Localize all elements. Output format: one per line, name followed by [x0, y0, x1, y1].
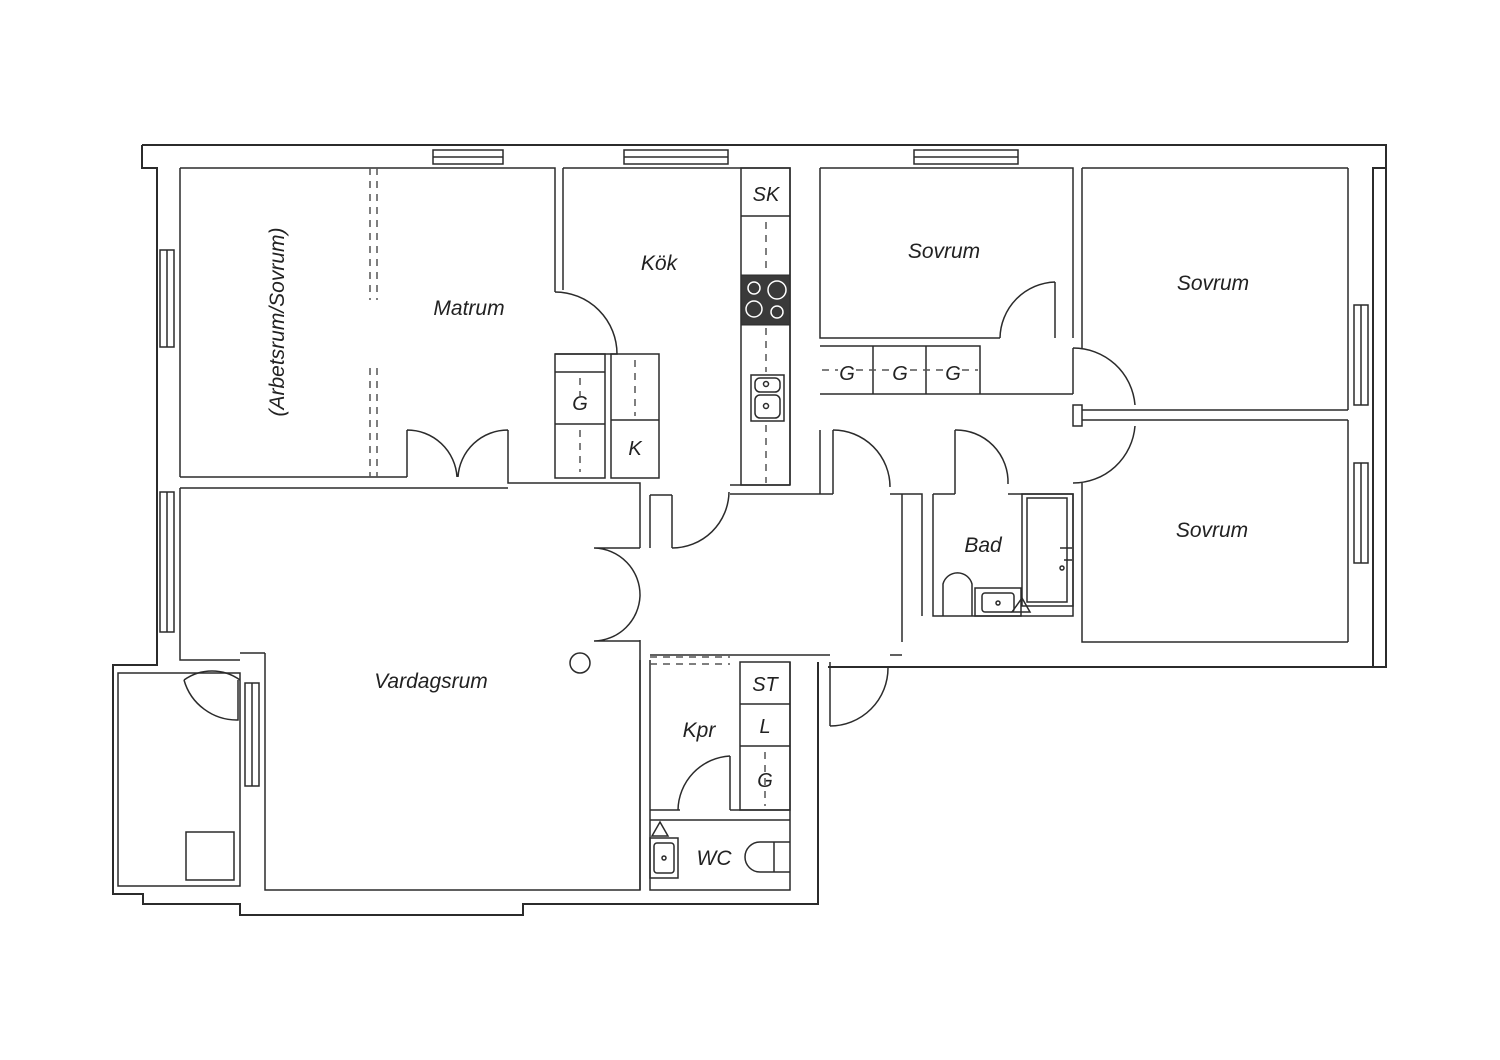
storage-label-k: K [628, 438, 643, 460]
room-label-kok: Kök [641, 252, 679, 275]
doors [183, 281, 1136, 811]
column-icon [569, 652, 591, 674]
room-labels: (Arbetsrum/Sovrum) Matrum Kök Sovrum Sov… [266, 227, 1249, 870]
balcony-table-icon [185, 831, 235, 881]
storage-label-g-hall-3: G [945, 363, 961, 385]
storage-label-l: L [759, 716, 770, 738]
room-label-arbetsrum: (Arbetsrum/Sovrum) [266, 227, 289, 416]
room-label-bad: Bad [964, 534, 1003, 557]
storage-label-st: ST [752, 674, 779, 696]
wc-basin-icon [649, 820, 679, 879]
bathroom-fixtures [942, 493, 1074, 617]
washbasin-icon [974, 587, 1032, 617]
hall-closets [822, 346, 978, 394]
toilet-icon [942, 572, 973, 616]
room-label-wc: WC [697, 847, 733, 870]
storage-label-g-hall-1: G [839, 363, 855, 385]
room-label-kpr: Kpr [683, 719, 717, 742]
storage-labels: SK G K G G G ST L G [572, 184, 961, 792]
storage-label-g-kpr: G [757, 770, 773, 792]
storage-label-g-dining: G [572, 393, 588, 415]
storage-label-g-hall-2: G [892, 363, 908, 385]
utility-fixtures [185, 652, 791, 881]
room-label-sovrum-1: Sovrum [908, 240, 980, 263]
dashed-openings [369, 168, 730, 665]
storage-label-sk: SK [753, 184, 781, 206]
kitchen-fixtures [554, 167, 791, 486]
room-label-sovrum-3: Sovrum [1176, 519, 1248, 542]
windows [159, 149, 1369, 787]
bathtub-icon [1021, 493, 1074, 607]
outer-walls [112, 144, 1387, 916]
wc-toilet-icon [744, 841, 790, 873]
room-label-vardagsrum: Vardagsrum [374, 670, 488, 693]
room-label-sovrum-2: Sovrum [1177, 272, 1249, 295]
room-label-matrum: Matrum [433, 297, 504, 320]
sink-icon [750, 374, 785, 422]
